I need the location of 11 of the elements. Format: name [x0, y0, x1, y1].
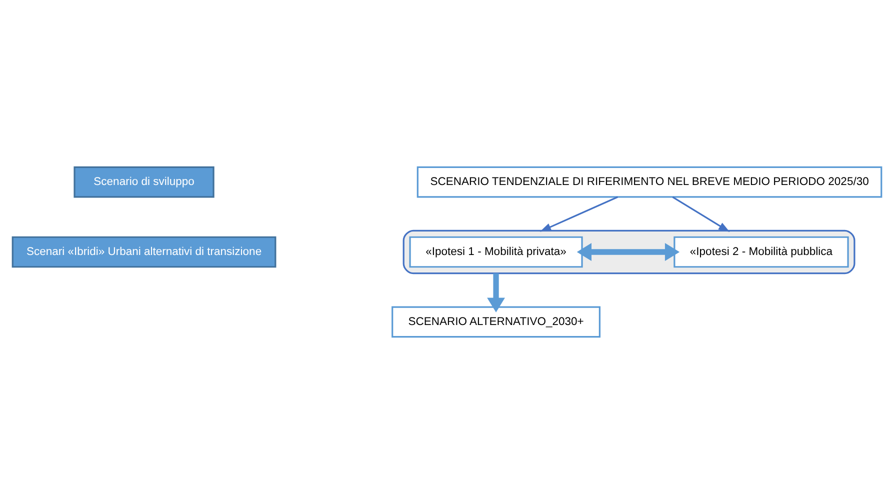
node-box: «Ipotesi 2 - Mobilità pubblica — [674, 236, 849, 268]
arrow — [487, 272, 505, 312]
node-box: «Ipotesi 1 - Mobilità privata» — [409, 236, 583, 268]
arrow — [540, 196, 618, 232]
arrow — [576, 242, 680, 260]
node-box: SCENARIO TENDENZIALE DI RIFERIMENTO NEL BREVE MEDIO PERIODO 2025/30 — [416, 166, 882, 198]
node-box: Scenario di sviluppo — [74, 166, 214, 198]
node-box: SCENARIO ALTERNATIVO_2030+ — [392, 306, 600, 338]
node-box: Scenari «Ibridi» Urbani alternativi di transizione — [12, 236, 276, 268]
arrow — [672, 196, 730, 232]
cluster — [402, 229, 856, 274]
